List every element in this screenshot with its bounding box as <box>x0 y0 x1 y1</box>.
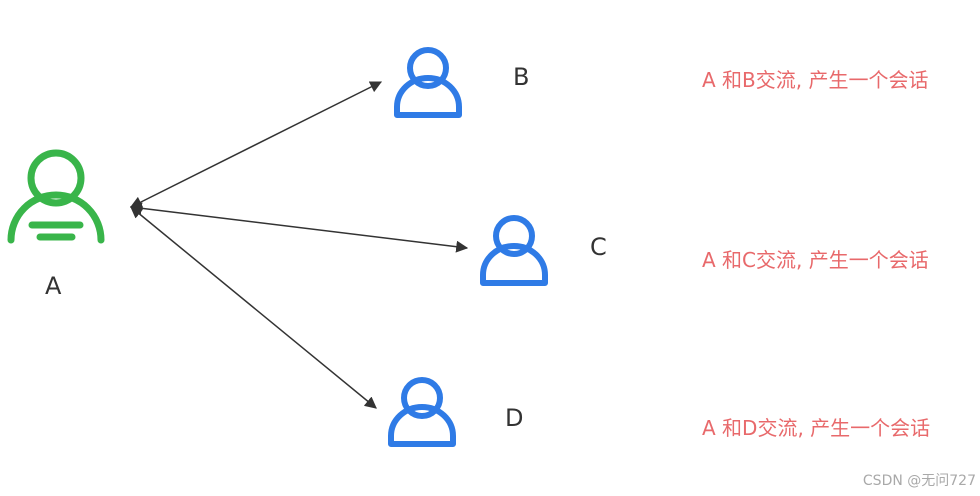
edge-a-b <box>129 81 383 208</box>
node-label-d: D <box>505 404 524 432</box>
user-a-icon <box>7 149 105 244</box>
edge-a-c <box>129 202 469 253</box>
node-label-a: A <box>45 272 62 300</box>
user-c-icon <box>480 215 548 286</box>
edge-a-d <box>130 206 377 409</box>
user-b-icon <box>394 47 462 118</box>
watermark: CSDN @无问727 <box>862 473 976 489</box>
note-a-d: A 和D交流, 产生一个会话 <box>702 416 931 440</box>
node-label-b: B <box>513 63 530 91</box>
user-d-icon <box>388 377 456 447</box>
note-a-b: A 和B交流, 产生一个会话 <box>702 68 929 92</box>
note-a-c: A 和C交流, 产生一个会话 <box>702 248 929 272</box>
node-label-c: C <box>590 233 607 261</box>
